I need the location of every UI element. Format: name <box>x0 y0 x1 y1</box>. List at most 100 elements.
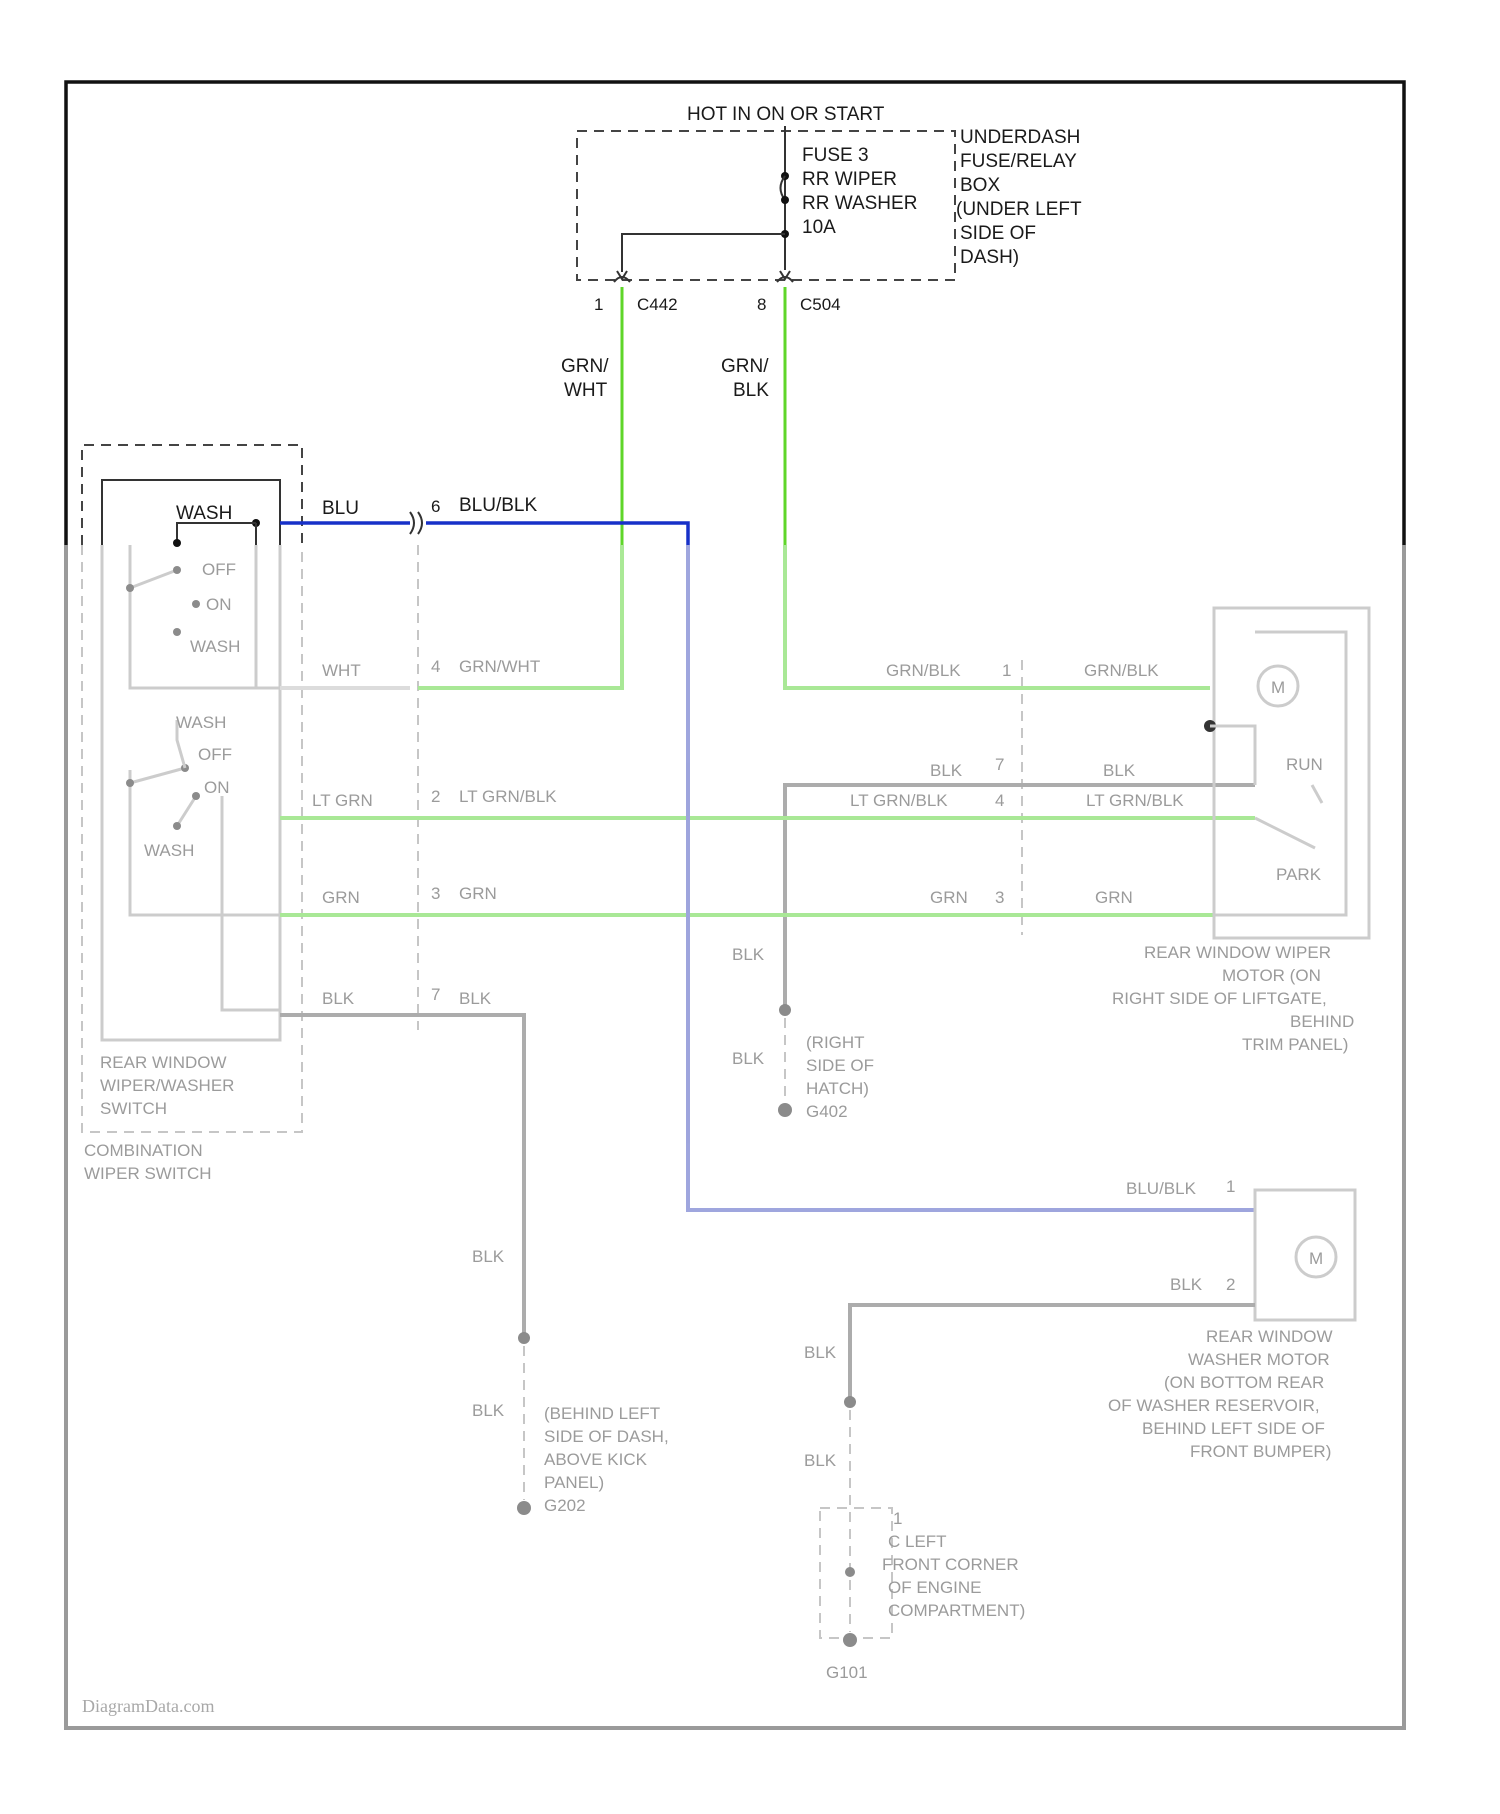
grn-wht-label-line-1: GRN/ <box>561 356 609 377</box>
connector-c504: 8 C504 <box>757 271 841 314</box>
washer-gnd-pin-label: 2 <box>1226 1275 1235 1294</box>
wash-label: WASH <box>176 503 232 524</box>
switch-bottom-wash: WASH <box>176 713 226 732</box>
rear-washer-motor-box <box>1255 1190 1355 1320</box>
c504-label: C504 <box>800 295 841 314</box>
wiper-motor-label-line-3: RIGHT SIDE OF LIFTGATE, <box>1112 989 1327 1008</box>
row1-left-label: WHT <box>322 661 361 680</box>
row2-wire-label: LT GRN/BLK <box>459 787 557 806</box>
grn-blk-label-line-1: GRN/ <box>721 356 769 377</box>
washer-wire-label: BLU/BLK <box>1126 1179 1197 1198</box>
diagram-frame-bottom <box>66 545 1404 1728</box>
fuse-box-label-line-6: DASH) <box>960 247 1019 268</box>
fuse-box-label-line-5: SIDE OF <box>960 223 1036 244</box>
fuse-box-label-line-2: FUSE/RELAY <box>960 151 1077 172</box>
row3-right-wire: GRN <box>930 888 968 907</box>
ground1-label-line-4: G402 <box>806 1102 848 1121</box>
ground3-label-line-2: FRONT CORNER <box>882 1555 1019 1574</box>
ground2-label-line-1: (BEHIND LEFT <box>544 1404 660 1423</box>
row2-right-wire-2: LT GRN/BLK <box>1086 791 1184 810</box>
washer-motor-label-line-1: REAR WINDOW <box>1206 1327 1333 1346</box>
row3-pin: 3 <box>431 884 440 903</box>
switch-label-line-2: WIPER/WASHER <box>100 1076 234 1095</box>
switch-bottom-off: OFF <box>198 745 232 764</box>
switch-bottom-on: ON <box>204 778 230 797</box>
blu-blk-wire <box>426 523 688 545</box>
ground2-label-line-3: ABOVE KICK <box>544 1450 648 1469</box>
switch-top-off: OFF <box>202 560 236 579</box>
ground1-wire-label-2: BLK <box>732 1049 765 1068</box>
row4-pin: 7 <box>431 985 440 1004</box>
wiper-park-label: PARK <box>1276 865 1322 884</box>
blk-row-pin: 7 <box>995 755 1004 774</box>
row1-pin: 4 <box>431 657 440 676</box>
row1-right-wire-2: GRN/BLK <box>1084 661 1159 680</box>
switch-bottom-wash-2: WASH <box>144 841 194 860</box>
ground3-label-line-4: COMPARTMENT) <box>888 1601 1025 1620</box>
watermark: DiagramData.com <box>82 1696 214 1716</box>
fuse-label-line-4: 10A <box>802 217 836 238</box>
ground2-wire-label-2: BLK <box>472 1401 505 1420</box>
ground1-label-line-1: (RIGHT <box>806 1033 865 1052</box>
fuse-box-label-line-1: UNDERDASH <box>960 127 1080 148</box>
switch-label-line-1: REAR WINDOW <box>100 1053 227 1072</box>
row1-right-wire: GRN/BLK <box>886 661 961 680</box>
washer-motor-label-line-5: BEHIND LEFT SIDE OF <box>1142 1419 1325 1438</box>
hot-in-on-or-start-label: HOT IN ON OR START <box>687 104 885 125</box>
washer-gnd-wire-label: BLK <box>1170 1275 1203 1294</box>
c504-pin-number: 8 <box>757 295 766 314</box>
blk-row-wire-2: BLK <box>1103 761 1136 780</box>
combination-wiper-switch: WASH <box>82 445 302 547</box>
ground2-label-line-4: PANEL) <box>544 1473 604 1492</box>
wiper-motor-m: M <box>1271 678 1285 697</box>
switch-label-line-3: SWITCH <box>100 1099 167 1118</box>
washer-motor-label-line-6: FRONT BUMPER) <box>1190 1442 1331 1461</box>
wiper-motor-label-line-4: BEHIND <box>1290 1012 1354 1031</box>
row3-right-pin: 3 <box>995 888 1004 907</box>
switch-top-wash: WASH <box>190 637 240 656</box>
ground1-wire-label: BLK <box>732 945 765 964</box>
wiper-run-label: RUN <box>1286 755 1323 774</box>
c442-label: C442 <box>637 295 678 314</box>
washer-motor-label-line-3: (ON BOTTOM REAR <box>1164 1373 1324 1392</box>
row4-left-label: BLK <box>322 989 355 1008</box>
fuse-label-line-2: RR WIPER <box>802 169 897 190</box>
ground2-label-line-2: SIDE OF DASH, <box>544 1427 669 1446</box>
grn-wht-label-line-2: WHT <box>564 380 608 401</box>
row4-wire-label: BLK <box>459 989 492 1008</box>
ground2-wire-label: BLK <box>472 1247 505 1266</box>
ground2-label-line-5: G202 <box>544 1496 586 1515</box>
wiper-motor-label-line-1: REAR WINDOW WIPER <box>1144 943 1331 962</box>
wiper-motor-label-line-2: MOTOR (ON <box>1222 966 1321 985</box>
fuse-bottom-node <box>781 196 789 204</box>
blk-row-wire: BLK <box>930 761 963 780</box>
connector-c442: 1 C442 <box>594 271 678 314</box>
row2-right-wire: LT GRN/BLK <box>850 791 948 810</box>
row2-right-pin: 4 <box>995 791 1004 810</box>
washer-motor-m: M <box>1309 1249 1323 1268</box>
row1-wire-label: GRN/WHT <box>459 657 540 676</box>
ground1-label-line-2: SIDE OF <box>806 1056 874 1075</box>
grn-blk-label-line-2: BLK <box>733 380 769 401</box>
ground3-wire-label-2: BLK <box>804 1451 837 1470</box>
row2-pin: 2 <box>431 787 440 806</box>
ground1-label-line-3: HATCH) <box>806 1079 869 1098</box>
combo-label-line-1: COMBINATION <box>84 1141 203 1160</box>
washer-motor-label-line-4: OF WASHER RESERVOIR, <box>1108 1396 1320 1415</box>
blu-blk-label: BLU/BLK <box>459 495 537 516</box>
row1-right-pin: 1 <box>1002 661 1011 680</box>
row3-left-label: GRN <box>322 888 360 907</box>
ground3-label-line-3: OF ENGINE <box>888 1578 982 1597</box>
fuse-box-label-line-4: (UNDER LEFT <box>956 199 1082 220</box>
connector-pin-6: 6 <box>410 497 440 534</box>
ground3-pin-label: 1 <box>893 1509 902 1528</box>
row2-left-label: LT GRN <box>312 791 373 810</box>
ground3-label-line-1: C LEFT <box>888 1532 947 1551</box>
ground3-wire-label: BLK <box>804 1343 837 1362</box>
combo-label-line-2: WIPER SWITCH <box>84 1164 212 1183</box>
fuse-box-label-line-3: BOX <box>960 175 1000 196</box>
blu-label: BLU <box>322 498 359 519</box>
washer-pin-label: 1 <box>1226 1177 1235 1196</box>
underdash-fuse-relay-box: HOT IN ON OR START FUSE 3 RR WIPER RR WA… <box>577 104 1082 280</box>
